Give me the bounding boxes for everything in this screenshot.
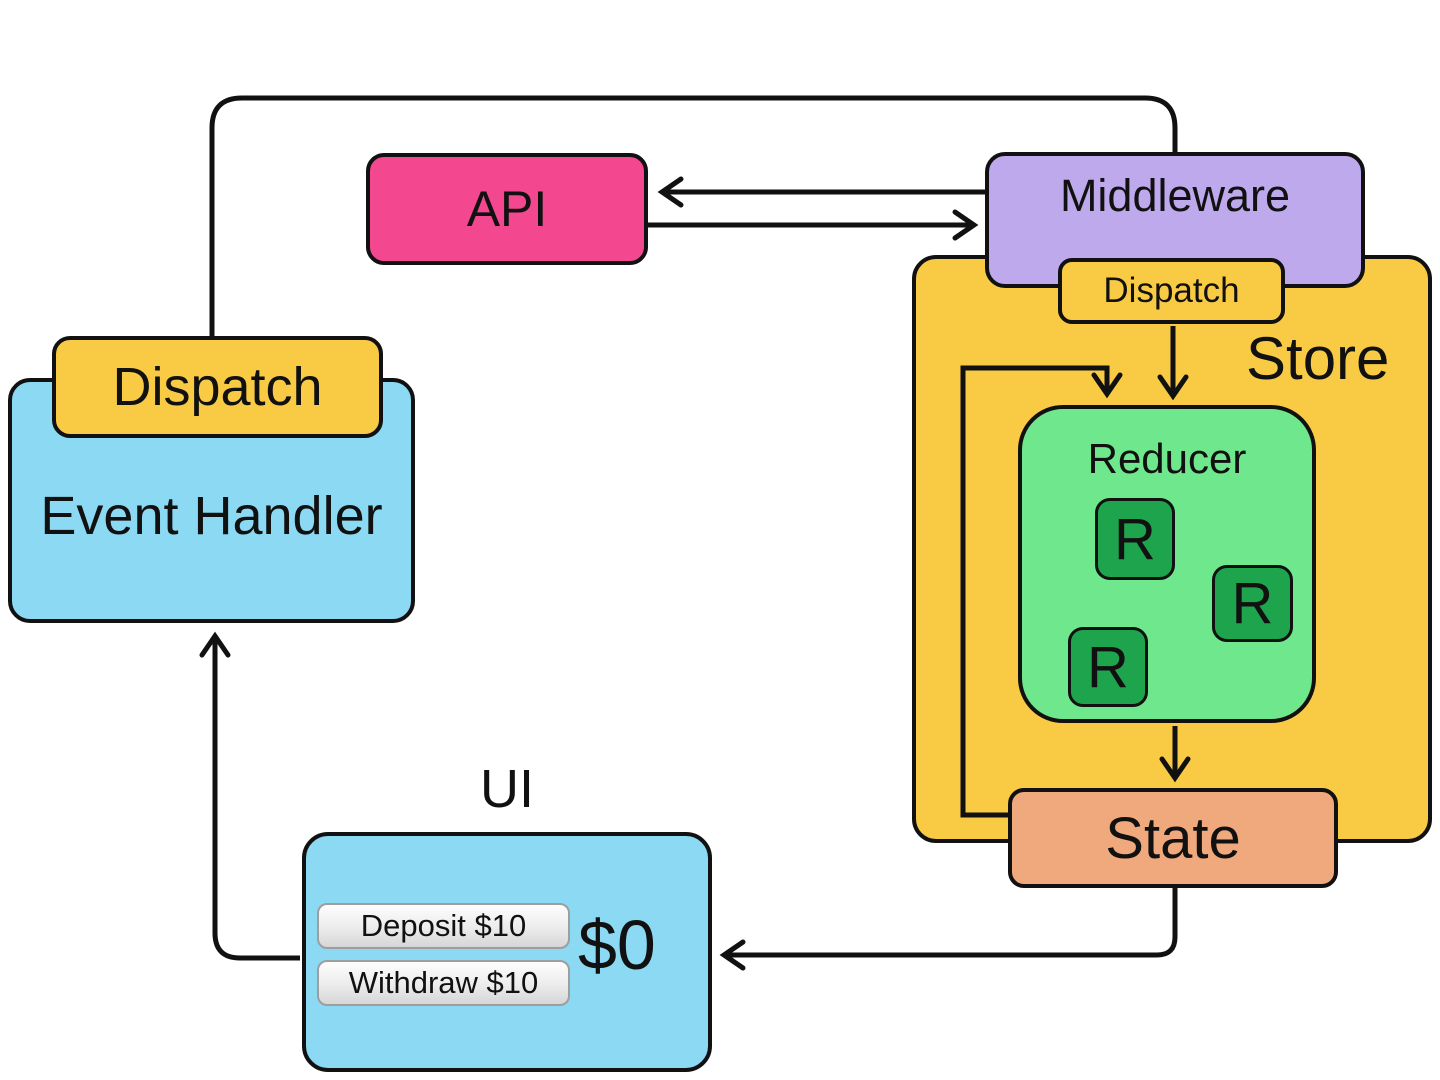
withdraw-button[interactable]: Withdraw $10 (317, 960, 570, 1006)
arrow-ui-to-event-handler (199, 631, 300, 961)
middleware-label: Middleware (1059, 170, 1291, 221)
reducer-label: Reducer (1087, 435, 1247, 482)
store-dispatch-box: Dispatch (1058, 258, 1285, 324)
arrow-state-to-ui (719, 886, 1178, 971)
event-handler-dispatch-box: Dispatch (52, 336, 383, 438)
event-handler-label: Event Handler (40, 485, 383, 546)
event-handler-dispatch-label: Dispatch (112, 357, 323, 417)
reducer-r3-box: R (1068, 627, 1148, 707)
ui-box: Deposit $10 Withdraw $10 $0 (302, 832, 712, 1072)
deposit-button-label: Deposit $10 (360, 908, 527, 943)
deposit-button[interactable]: Deposit $10 (317, 903, 570, 949)
reducer-r2-box: R (1212, 565, 1293, 642)
reducer-r1-box: R (1095, 498, 1175, 580)
middleware-box: Middleware (985, 152, 1365, 288)
ui-label: UI (480, 759, 534, 819)
balance-value: $0 (578, 906, 656, 984)
state-label: State (1105, 805, 1241, 871)
reducer-r1-label: R (1114, 506, 1156, 572)
store-label: Store (1246, 325, 1390, 392)
withdraw-button-label: Withdraw $10 (348, 965, 539, 1000)
reducer-r3-label: R (1087, 634, 1129, 700)
store-dispatch-label: Dispatch (1103, 271, 1240, 310)
api-box: API (366, 153, 648, 265)
reducer-r2-label: R (1231, 571, 1274, 636)
state-box: State (1008, 788, 1338, 888)
api-label: API (466, 181, 548, 237)
